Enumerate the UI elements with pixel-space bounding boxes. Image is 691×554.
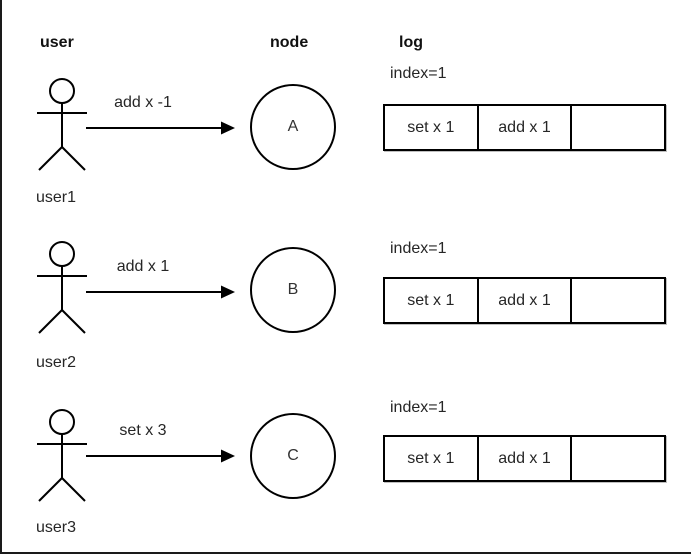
log-entry: add x 1 — [478, 104, 573, 151]
arrow-icon-row1 — [86, 121, 236, 135]
message-label-row3: set x 3 — [119, 422, 167, 439]
user2-name-label: user2 — [36, 354, 77, 371]
log-index-label-row1: index=1 — [390, 65, 447, 82]
node-circle-c: C — [250, 413, 336, 499]
node-label-a: A — [287, 118, 299, 135]
log-entry: set x 1 — [383, 104, 479, 151]
user1-name-label: user1 — [36, 189, 77, 206]
left-border-line — [0, 0, 2, 554]
bottom-border-line — [0, 552, 691, 554]
log-table-row2: set x 1 add x 1 — [383, 277, 667, 324]
column-header-user: user — [40, 34, 74, 51]
log-entry-empty — [572, 277, 667, 324]
user3-name-label: user3 — [36, 519, 77, 536]
arrow-icon-row3 — [86, 449, 236, 463]
arrow-icon-row2 — [86, 285, 236, 299]
message-label-row1: add x -1 — [114, 94, 172, 111]
node-label-b: B — [287, 281, 299, 298]
stick-figure-user2-icon — [36, 240, 88, 334]
stick-figure-user1-icon — [36, 77, 88, 171]
node-label-c: C — [287, 447, 299, 464]
column-header-node: node — [270, 34, 309, 51]
log-entry: add x 1 — [478, 435, 573, 482]
stick-figure-user3-icon — [36, 408, 88, 502]
message-label-row2: add x 1 — [116, 258, 170, 275]
log-entry: add x 1 — [478, 277, 573, 324]
log-index-label-row2: index=1 — [390, 240, 447, 257]
node-circle-b: B — [250, 247, 336, 333]
node-circle-a: A — [250, 84, 336, 170]
column-header-log: log — [399, 34, 423, 51]
log-entry: set x 1 — [383, 435, 479, 482]
log-table-row1: set x 1 add x 1 — [383, 104, 667, 151]
log-entry: set x 1 — [383, 277, 479, 324]
log-table-row3: set x 1 add x 1 — [383, 435, 667, 482]
log-index-label-row3: index=1 — [390, 399, 447, 416]
log-entry-empty — [572, 104, 667, 151]
log-entry-empty — [572, 435, 667, 482]
